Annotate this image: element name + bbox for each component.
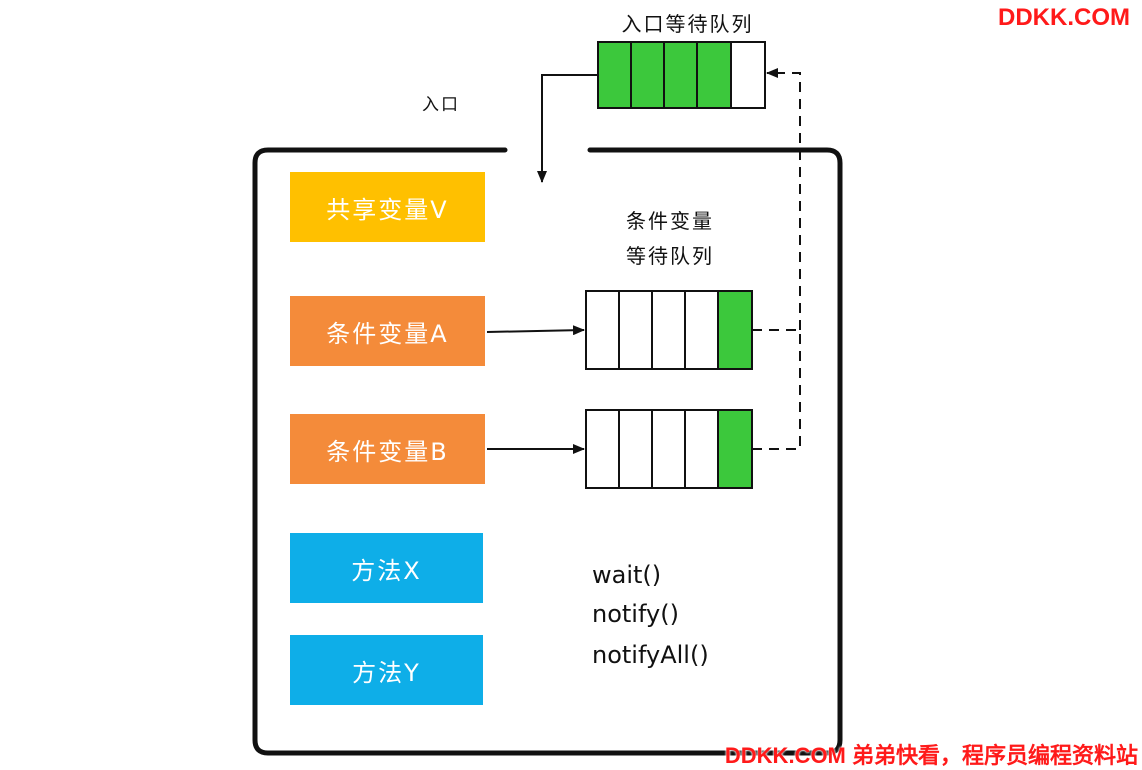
api-wait: wait(): [592, 561, 662, 589]
api-notify-all: notifyAll(): [592, 641, 709, 669]
condition-queue-a: [585, 290, 753, 370]
condition-variable-b-box: 条件变量B: [290, 414, 485, 484]
entry-queue-title: 入口等待队列: [621, 12, 754, 36]
condition-queue-title-line2: 等待队列: [626, 244, 714, 268]
condition-b-slot: [585, 409, 620, 489]
watermark-top: DDKK.COM: [998, 4, 1130, 31]
condition-b-slot: [651, 409, 686, 489]
watermark-bottom: DDKK.COM 弟弟快看，程序员编程资料站: [724, 743, 1138, 768]
entry-queue-slot: [663, 41, 698, 109]
condition-b-slot: [618, 409, 653, 489]
entry-queue: [597, 41, 766, 109]
condition-a-slot: [618, 290, 653, 370]
condition-b-slot: [717, 409, 753, 489]
method-x-box: 方法X: [290, 533, 483, 603]
condition-b-slot: [684, 409, 719, 489]
notify-path-b: [752, 330, 801, 450]
monitor-container: [252, 147, 843, 756]
entry-label: 入口: [422, 95, 460, 115]
condition-a-slot: [651, 290, 686, 370]
condition-queue-b: [585, 409, 753, 489]
entry-queue-slot: [630, 41, 665, 109]
condition-a-slot: [684, 290, 719, 370]
method-y-label: 方法Y: [352, 658, 421, 687]
condition-a-slot: [717, 290, 753, 370]
method-x-label: 方法X: [351, 556, 422, 585]
shared-variable-label: 共享变量V: [326, 195, 449, 224]
api-notify: notify(): [592, 600, 679, 628]
condition-variable-a-box: 条件变量A: [290, 296, 485, 366]
entry-queue-slot: [696, 41, 732, 109]
shared-variable-box: 共享变量V: [290, 172, 485, 242]
condition-variable-b-label: 条件变量B: [326, 437, 449, 466]
condition-queue-title-line1: 条件变量: [626, 209, 714, 233]
condition-a-arrow: [486, 325, 585, 336]
entry-queue-slot: [597, 41, 632, 109]
notify-path-up: [766, 68, 801, 330]
method-y-box: 方法Y: [290, 635, 483, 705]
entry-queue-slot: [730, 41, 766, 109]
entry-arrow: [537, 74, 598, 183]
condition-variable-a-label: 条件变量A: [326, 319, 449, 348]
condition-a-slot: [585, 290, 620, 370]
